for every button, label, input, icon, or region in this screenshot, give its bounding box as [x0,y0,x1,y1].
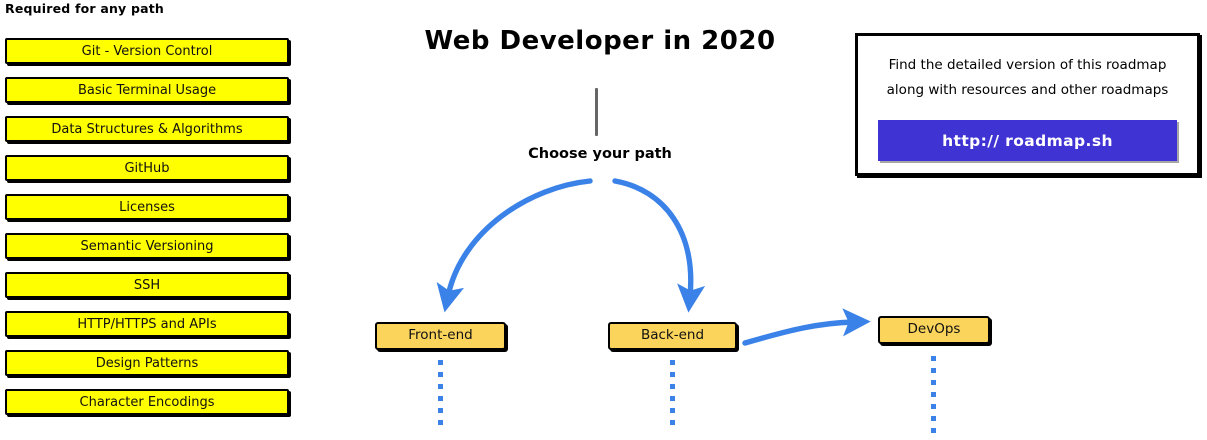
trail-dot [438,360,443,365]
skill-box-github[interactable]: GitHub [5,155,289,181]
required-skills-list: Git - Version Control Basic Terminal Usa… [5,38,289,428]
trail-dot [670,384,675,389]
roadmap-link-button[interactable]: http:// roadmap.sh [878,120,1177,161]
trail-dot [931,404,936,409]
page-title: Web Developer in 2020 [424,26,776,56]
arrow-to-frontend [436,178,593,313]
skill-box-http-https-and-apis[interactable]: HTTP/HTTPS and APIs [5,311,289,337]
trail-dot [438,372,443,377]
info-card-line-2: along with resources and other roadmaps [886,82,1169,98]
required-skills-heading: Required for any path [5,1,165,16]
trail-dot [438,384,443,389]
skill-label: GitHub [124,160,170,176]
skill-box-git-version-control[interactable]: Git - Version Control [5,38,289,64]
skill-box-character-encodings[interactable]: Character Encodings [5,389,289,415]
trail-dot [931,356,936,361]
path-node-back-end[interactable]: Back-end [608,322,737,350]
skill-label: Data Structures & Algorithms [51,121,243,137]
skill-label: Design Patterns [95,355,199,371]
arrow-to-backend [612,178,706,313]
skill-label: SSH [133,277,161,293]
trail-dot [931,392,936,397]
skill-box-ssh[interactable]: SSH [5,272,289,298]
arrow-backend-to-devops [742,308,871,346]
roadmap-link-label: http:// roadmap.sh [942,131,1113,150]
trail-dot [670,372,675,377]
trail-dot [931,416,936,421]
dotted-trail-devops [931,356,936,440]
skill-label: Basic Terminal Usage [77,82,217,98]
trail-dot [670,420,675,425]
skill-box-licenses[interactable]: Licenses [5,194,289,220]
title-stem-connector [595,88,598,136]
trail-dot [931,380,936,385]
info-card-line-1: Find the detailed version of this roadma… [888,57,1167,73]
info-card: Find the detailed version of this roadma… [855,33,1200,176]
skill-box-data-structures-algorithms[interactable]: Data Structures & Algorithms [5,116,289,142]
path-node-label: DevOps [907,321,961,338]
skill-label: Semantic Versioning [80,238,214,254]
trail-dot [670,408,675,413]
dotted-trail-back-end [670,360,675,432]
path-node-front-end[interactable]: Front-end [375,322,506,350]
trail-dot [438,396,443,401]
trail-dot [931,428,936,433]
skill-box-semantic-versioning[interactable]: Semantic Versioning [5,233,289,259]
skill-label: HTTP/HTTPS and APIs [77,316,217,332]
choose-path-label: Choose your path [528,146,672,162]
trail-dot [438,420,443,425]
path-node-devops[interactable]: DevOps [878,316,990,344]
trail-dot [438,408,443,413]
skill-label: Licenses [119,199,175,215]
path-node-label: Front-end [408,327,473,344]
required-skills-section: Required for any path Git - Version Cont… [0,0,300,436]
dotted-trail-front-end [438,360,443,432]
trail-dot [931,368,936,373]
skill-box-basic-terminal-usage[interactable]: Basic Terminal Usage [5,77,289,103]
skill-box-design-patterns[interactable]: Design Patterns [5,350,289,376]
skill-label: Character Encodings [79,394,215,410]
path-node-label: Back-end [640,327,705,344]
skill-label: Git - Version Control [81,43,213,59]
info-card-text: Find the detailed version of this roadma… [858,53,1197,103]
trail-dot [670,396,675,401]
trail-dot [670,360,675,365]
